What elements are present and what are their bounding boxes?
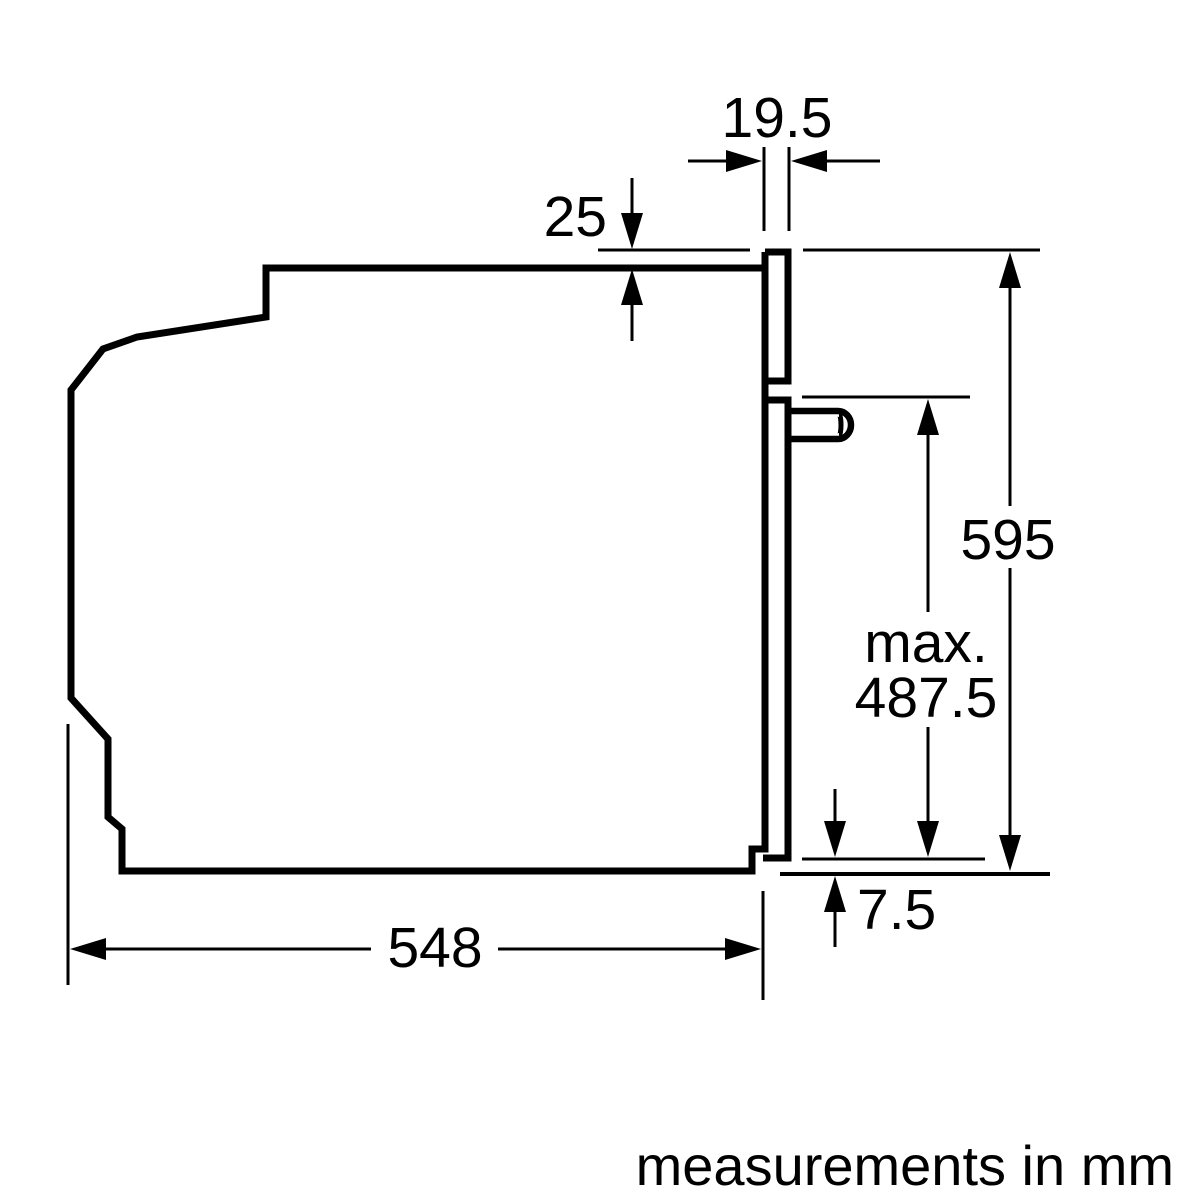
footer-note: measurements in mm (636, 1134, 1174, 1197)
dim-548: 548 (66, 724, 765, 1000)
dim-label-25: 25 (544, 185, 607, 249)
control-knob-face-edge (837, 412, 844, 438)
dim-19-5: 19.5 (688, 86, 880, 231)
dim-7-5: 7.5 (824, 789, 936, 947)
dim-25: 25 (544, 178, 750, 341)
dim-label-548: 548 (387, 916, 482, 980)
dim-label-7-5: 7.5 (857, 878, 936, 942)
dim-label-max: max. (864, 611, 988, 675)
dim-label-487-5: 487.5 (855, 666, 998, 730)
door-front-outline (763, 396, 792, 862)
dim-max-487-5: max. 487.5 (802, 395, 998, 861)
control-panel-outline (763, 248, 792, 385)
control-knob (789, 407, 855, 443)
oven-body-outline (67, 252, 769, 875)
dim-595: 595 (780, 248, 1056, 876)
dim-label-19-5: 19.5 (722, 86, 833, 150)
dim-label-595: 595 (960, 508, 1055, 572)
